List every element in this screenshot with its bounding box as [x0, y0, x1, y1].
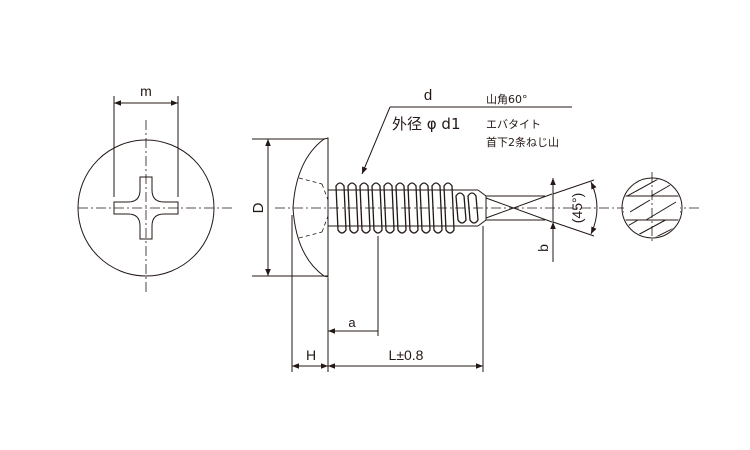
thread-crest: [383, 182, 395, 234]
L-label: L±0.8: [389, 347, 424, 363]
length-dimensions: a H L±0.8: [291, 215, 484, 372]
point-dimensions: b (45°): [535, 178, 598, 262]
thread-crest: [455, 192, 467, 224]
head-side-view: D: [250, 137, 700, 278]
thread-callout: d 外径 φ d1 山角60° エバタイト 首下2条ねじ山: [361, 87, 572, 175]
thread-angle-note: 山角60°: [486, 93, 528, 106]
b-label: b: [535, 244, 551, 252]
head-front-view: m: [77, 83, 232, 292]
thread-crest: [335, 182, 347, 234]
D-label: D: [250, 202, 267, 213]
m-label: m: [140, 83, 152, 99]
thread-crest: [419, 182, 431, 234]
thread-crest: [371, 182, 383, 234]
thread-crest: [467, 192, 479, 224]
angle-label: (45°): [569, 193, 585, 224]
d-label: d: [424, 87, 432, 104]
thread-crest: [407, 182, 419, 234]
cross-section: [621, 172, 683, 244]
a-label: a: [348, 315, 356, 330]
thread-crest: [347, 182, 359, 234]
thread-crest: [395, 182, 407, 234]
outer-diameter-label: 外径 φ d1: [392, 115, 461, 133]
phillips-recess-icon: [113, 176, 179, 240]
thread-crest: [431, 182, 443, 234]
thread-section: [328, 182, 553, 234]
neck-thread-note: 首下2条ねじ山: [486, 135, 559, 149]
H-label: H: [306, 347, 316, 363]
thread-crest: [359, 182, 371, 234]
thread-crest: [443, 182, 455, 234]
screw-type-note: エバタイト: [486, 118, 541, 131]
